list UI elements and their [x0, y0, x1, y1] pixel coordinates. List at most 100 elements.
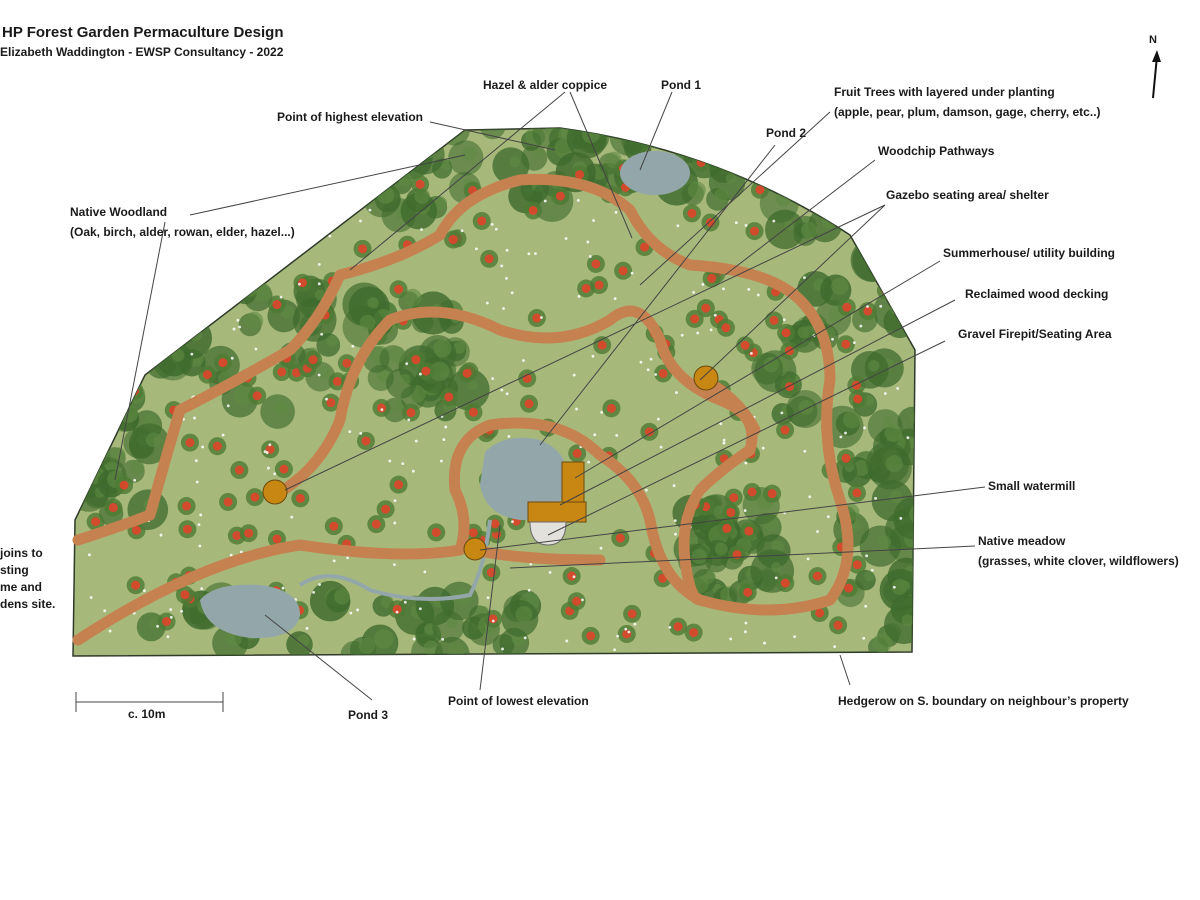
- fruit-tree: [826, 176, 836, 186]
- woodland-tree: [680, 128, 692, 140]
- fruit-tree-canopy: [202, 157, 221, 176]
- fruit-tree: [842, 302, 852, 312]
- clover-flower: [527, 588, 531, 592]
- clover-flower: [833, 645, 837, 649]
- fruit-tree: [528, 205, 538, 215]
- clover-flower: [328, 234, 332, 238]
- fruit-tree: [122, 177, 132, 187]
- fruit-tree-canopy: [183, 169, 202, 188]
- clover-flower: [892, 585, 896, 589]
- woodland-tree: [669, 128, 696, 152]
- label-woodland-line-1: Native Woodland: [70, 205, 168, 219]
- clover-flower: [460, 229, 464, 233]
- clover-flower: [239, 550, 243, 554]
- woodland-tree: [73, 365, 114, 409]
- fruit-tree-canopy: [108, 404, 127, 423]
- fruit-tree: [729, 493, 739, 503]
- woodland-tree: [446, 617, 458, 629]
- fruit-tree-canopy: [829, 141, 848, 160]
- fruit-tree: [218, 358, 228, 368]
- fruit-tree: [640, 242, 650, 252]
- woodland-tree: [74, 362, 110, 398]
- clover-flower: [281, 586, 285, 590]
- fruit-tree: [726, 507, 736, 517]
- clover-flower: [673, 519, 677, 523]
- clover-flower: [418, 372, 422, 376]
- woodland-tree: [763, 356, 779, 373]
- clover-flower: [380, 408, 384, 412]
- clover-flower: [577, 295, 581, 298]
- woodland-tree: [403, 288, 422, 307]
- woodland-tree: [274, 400, 289, 415]
- fruit-tree-canopy: [333, 169, 352, 188]
- fruit-tree: [188, 174, 198, 184]
- fruit-tree: [91, 517, 101, 527]
- fruit-tree: [567, 571, 577, 581]
- fruit-tree: [743, 587, 753, 597]
- clover-flower: [527, 252, 531, 256]
- woodland-tree: [843, 410, 861, 429]
- label-joins-line-3: me and: [0, 580, 43, 594]
- clover-flower: [441, 637, 445, 641]
- fruit-tree: [279, 464, 289, 474]
- label-summerhouse: Summerhouse/ utility building: [943, 246, 1116, 260]
- clover-flower: [674, 532, 677, 536]
- woodland-tree: [334, 148, 373, 188]
- woodland-tree: [744, 128, 767, 142]
- clover-flower: [193, 416, 196, 420]
- pond-1: [620, 151, 690, 195]
- clover-flower: [743, 509, 747, 512]
- clover-flower: [816, 530, 819, 533]
- fruit-tree: [572, 448, 582, 458]
- woodland-tree: [891, 578, 908, 595]
- fruit-tree: [781, 328, 791, 338]
- clover-flower: [534, 252, 537, 256]
- clover-flower: [600, 410, 604, 414]
- fruit-tree: [750, 226, 760, 236]
- fruit-tree: [202, 370, 212, 380]
- fruit-tree: [490, 519, 500, 529]
- woodland-tree: [447, 368, 490, 411]
- label-joins-line-2: sting: [0, 563, 29, 577]
- woodland-tree: [326, 335, 339, 347]
- woodland-tree: [889, 490, 903, 503]
- fruit-tree: [872, 222, 882, 232]
- clover-flower: [486, 596, 490, 600]
- fruit-tree: [785, 382, 795, 392]
- label-woodland-line-2: (Oak, birch, alder, rowan, elder, hazel.…: [70, 225, 295, 239]
- woodland-tree: [533, 148, 544, 159]
- clover-flower: [197, 523, 201, 527]
- clover-flower: [588, 255, 592, 258]
- woodland-tree: [626, 128, 638, 139]
- clover-flower: [565, 639, 569, 643]
- fruit-tree: [591, 259, 601, 269]
- woodland-tree: [899, 225, 914, 240]
- fruit-tree: [851, 380, 861, 390]
- fruit-tree: [377, 403, 387, 413]
- woodland-tree: [745, 138, 763, 156]
- fruit-tree-canopy: [115, 289, 134, 308]
- woodland-tree: [327, 133, 360, 166]
- fruit-tree: [358, 244, 368, 254]
- woodland-tree: [910, 411, 915, 425]
- clover-flower: [317, 282, 321, 286]
- fruit-tree: [248, 182, 258, 192]
- fruit-tree: [326, 398, 336, 408]
- clover-flower: [772, 219, 776, 223]
- clover-flower: [774, 576, 778, 580]
- fruit-tree: [180, 590, 190, 600]
- fruit-tree: [852, 488, 862, 498]
- fruit-tree: [157, 182, 167, 192]
- fruit-tree: [833, 145, 843, 155]
- clover-flower: [349, 611, 353, 615]
- clover-flower: [692, 290, 695, 294]
- woodland-tree: [73, 435, 102, 476]
- fruit-tree: [215, 192, 225, 202]
- woodland-tree: [405, 134, 445, 175]
- woodland-tree: [515, 605, 533, 623]
- fruit-tree-canopy: [822, 165, 841, 184]
- clover-flower: [229, 553, 233, 557]
- fruit-tree: [819, 159, 829, 169]
- woodland-tree: [359, 314, 376, 331]
- label-firepit: Gravel Firepit/Seating Area: [958, 327, 1112, 341]
